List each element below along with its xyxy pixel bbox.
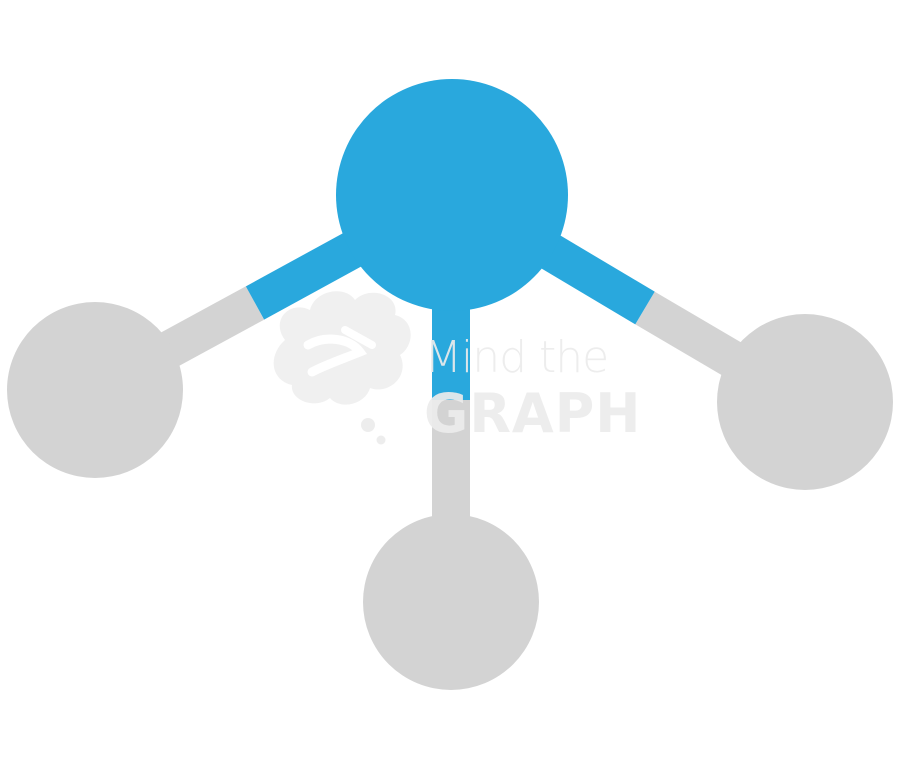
watermark-line2: GRAPH [424, 382, 641, 445]
watermark-line1: Mind the [424, 332, 608, 383]
watermark: Mind the GRAPH [273, 291, 641, 445]
central-atom [336, 79, 568, 311]
bottom-atom [363, 514, 539, 690]
brain-icon [273, 291, 411, 445]
right-atom [717, 314, 893, 490]
left-atom [7, 302, 183, 478]
